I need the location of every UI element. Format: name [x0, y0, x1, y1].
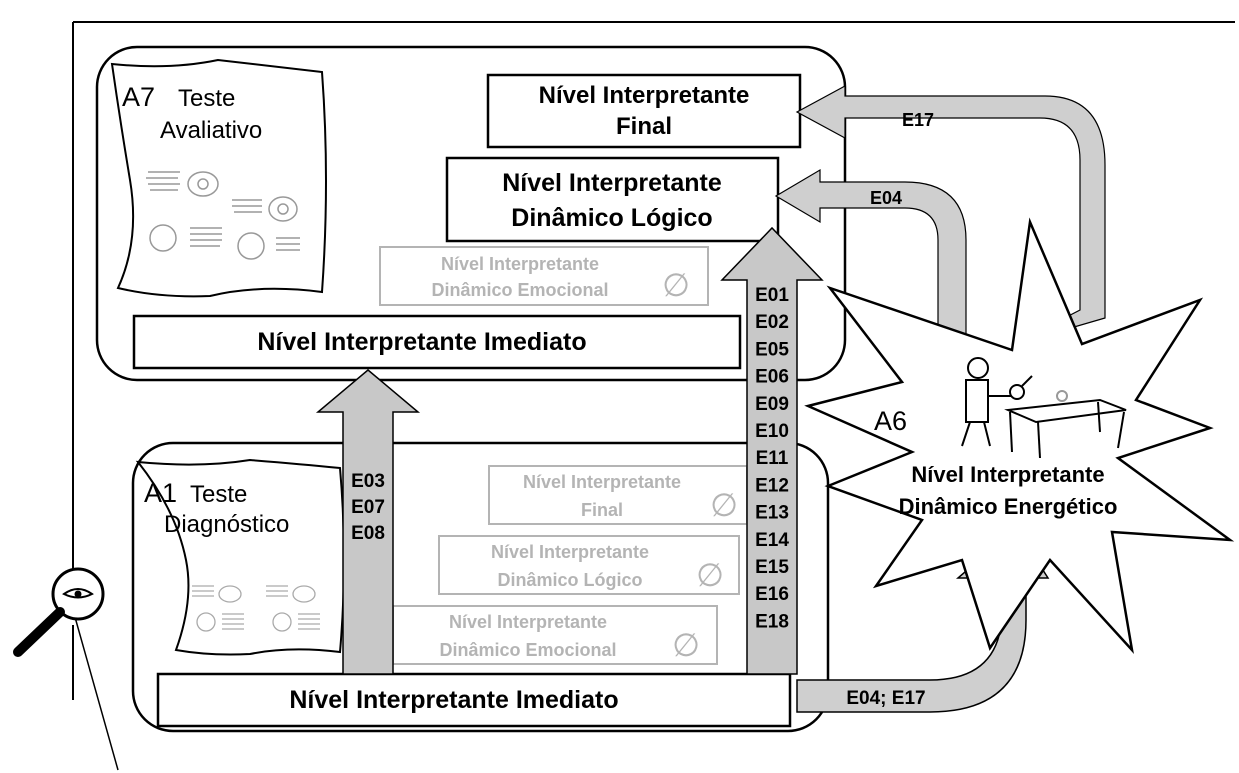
- bottom-emocional-line1: Nível Interpretante: [449, 612, 607, 632]
- bottom-logico-empty-mark: ∅: [696, 557, 724, 593]
- starburst-line1: Nível Interpretante: [911, 462, 1104, 487]
- left-arrow-label-e07: E07: [351, 497, 385, 518]
- center-arrow-label-e16: E16: [755, 584, 789, 605]
- top-logico-box: [445, 156, 780, 243]
- outer-frame: [72, 21, 1235, 771]
- top-emocional-empty-mark: ∅: [662, 267, 690, 303]
- bottom-final-line1: Nível Interpretante: [523, 472, 681, 492]
- left-arrow-label-e03: E03: [351, 471, 385, 492]
- curve-arrow-e17: [795, 84, 1106, 346]
- center-up-arrow: [720, 226, 824, 675]
- bottom-final-line2: Final: [581, 500, 623, 520]
- a7-code: A7: [122, 82, 155, 112]
- top-logico-line1: Nível Interpretante: [502, 169, 722, 197]
- top-logico-line2: Dinâmico Lógico: [511, 204, 712, 232]
- top-final-line2: Final: [616, 113, 672, 140]
- bottom-emocional-empty-mark: ∅: [672, 627, 700, 663]
- a1-code: A1: [144, 478, 177, 508]
- bottom-imediato-label: Nível Interpretante Imediato: [289, 686, 618, 714]
- bottom-logico-box: [438, 535, 740, 595]
- a7-document-icon: [110, 58, 327, 298]
- left-up-arrow: [315, 369, 421, 675]
- center-arrow-label-e15: E15: [755, 557, 789, 578]
- top-imediato-label: Nível Interpretante Imediato: [257, 328, 586, 356]
- top-emocional-box: [379, 246, 709, 306]
- bottom-final-empty-mark: ∅: [710, 487, 738, 523]
- a1-title-line1: Teste: [190, 481, 247, 508]
- center-arrow-label-e09: E09: [755, 394, 789, 415]
- center-arrow-label-e06: E06: [755, 367, 789, 388]
- bottom-imediato-box: [156, 672, 792, 728]
- bottom-logico-line2: Dinâmico Lógico: [497, 570, 642, 590]
- center-arrow-label-e10: E10: [755, 421, 789, 442]
- top-final-box: [486, 73, 802, 149]
- person-at-table-icon: [961, 357, 1127, 459]
- top-final-line1: Nível Interpretante: [539, 82, 750, 109]
- bottom-logico-line1: Nível Interpretante: [491, 542, 649, 562]
- center-arrow-label-e13: E13: [755, 503, 789, 524]
- label-e04-e17-bottom: E04; E17: [846, 688, 925, 709]
- a7-title-line1: Teste: [178, 85, 235, 112]
- center-arrow-label-e05: E05: [755, 339, 789, 360]
- a1-title-line2: Diagnóstico: [164, 511, 289, 538]
- magnifier-eye-icon: [13, 567, 105, 657]
- top-emocional-line2: Dinâmico Emocional: [431, 280, 608, 300]
- top-imediato-box: [132, 314, 742, 370]
- bottom-emocional-line2: Dinâmico Emocional: [439, 640, 616, 660]
- a7-title-line2: Avaliativo: [160, 117, 262, 144]
- center-arrow-label-e01: E01: [755, 285, 789, 306]
- label-e04-top: E04: [870, 188, 902, 208]
- starburst-line2: Dinâmico Energético: [899, 494, 1118, 519]
- left-arrow-label-e08: E08: [351, 523, 385, 544]
- a1-document-icon: [135, 458, 345, 656]
- center-arrow-label-e12: E12: [755, 475, 789, 496]
- center-arrow-label-e18: E18: [755, 611, 789, 632]
- a6-code: A6: [874, 406, 907, 436]
- center-arrow-label-e02: E02: [755, 312, 789, 333]
- label-e17-top: E17: [902, 110, 934, 130]
- top-emocional-line1: Nível Interpretante: [441, 254, 599, 274]
- center-arrow-label-e11: E11: [756, 448, 789, 469]
- starburst-shape: [804, 217, 1235, 654]
- center-arrow-label-e14: E14: [755, 530, 789, 551]
- bottom-final-box: [488, 465, 748, 525]
